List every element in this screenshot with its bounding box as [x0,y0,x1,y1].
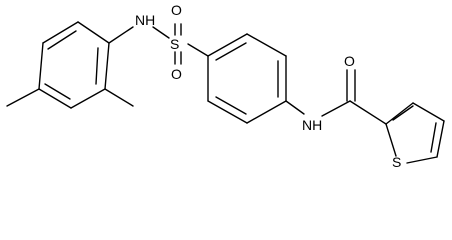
bond-ring-nh [108,26,134,44]
bond-double-inner [430,122,437,153]
bond [412,102,445,122]
bond-benzene-nh [285,100,305,115]
bond-double-inner [392,105,414,121]
sulfonyl-sulfur-label: S [170,36,179,52]
bond [406,156,438,164]
bond [42,21,79,44]
bond-carbonyl-thiophene [349,100,387,125]
bond [246,100,287,124]
chemical-structure: NH S O O NH O S [6,2,445,170]
bond [246,33,287,57]
bond [77,21,110,44]
methyl-bond-ortho [104,88,134,107]
dimethylphenyl-ring [38,21,110,109]
bond-double-inner [95,47,99,85]
thiophene-ring [385,102,445,164]
bond [385,123,397,157]
nh-sulfonamide-label: NH [135,12,155,28]
bond-nh-s [152,26,170,39]
bond-double-inner [44,83,71,100]
thiophene-sulfur-label: S [392,154,401,170]
oxygen-top-label: O [171,2,182,18]
bond-s-benzene [187,43,209,57]
bond-double-inner [47,30,77,50]
carbonyl-oxygen-label: O [344,53,355,69]
bond [104,42,110,90]
bond [385,102,414,125]
bond-double-inner [215,42,247,61]
bond-double-inner [215,96,247,115]
bond [207,33,248,57]
central-benzene-ring [207,33,287,124]
bond [207,100,248,124]
oxygen-bottom-label: O [171,66,182,82]
nh-amide-label: NH [302,117,322,133]
bond [436,120,445,158]
bond [38,88,72,109]
bond [70,88,106,109]
bond [38,42,44,90]
bond-nh-carbonyl [321,100,351,117]
methyl-bond-para [6,88,40,107]
